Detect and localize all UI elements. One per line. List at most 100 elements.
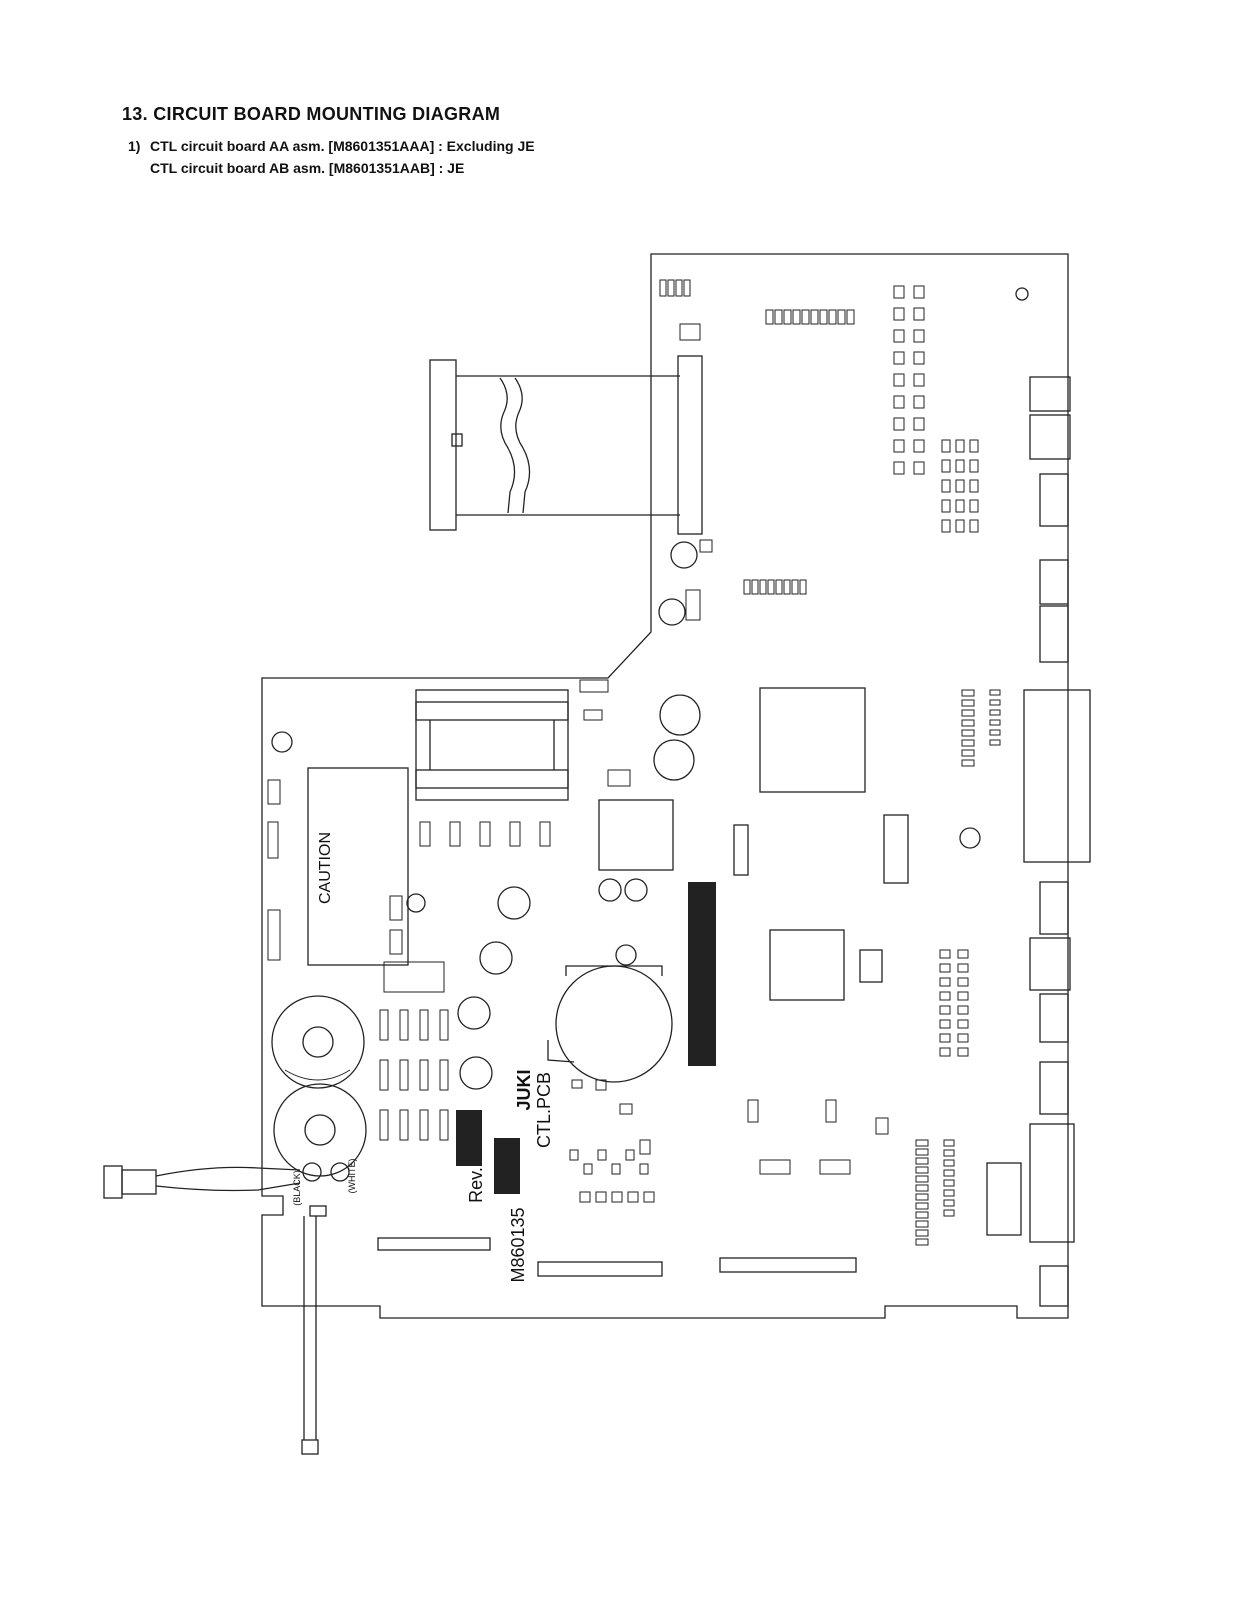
subtitle-text-1: CTL circuit board AA asm. [M8601351AAA] …: [150, 138, 535, 154]
smd-component: [939, 1047, 951, 1057]
smd-component: [774, 309, 783, 325]
smd-component: [791, 579, 799, 595]
smd-component: [659, 279, 667, 297]
smd-component: [810, 309, 819, 325]
smd-component: [439, 1009, 449, 1041]
smd-component: [595, 1191, 607, 1203]
smd-component: [915, 1229, 929, 1237]
smd-component: [267, 821, 279, 859]
maker-label: JUKI: [514, 1069, 534, 1110]
smd-component: [607, 769, 631, 787]
smd-component: [595, 1079, 607, 1091]
bottom-connectors: [377, 1237, 857, 1277]
smd-component: [571, 1079, 583, 1089]
electrolytic-capacitors: [271, 287, 1029, 1090]
smd-component: [989, 689, 1001, 696]
dark-connectors: [456, 882, 716, 1194]
smd-component: [419, 1059, 429, 1091]
smd-component: [419, 821, 431, 847]
subtitle-number: 1): [128, 138, 141, 154]
smd-component: [955, 499, 965, 513]
smd-component: [767, 579, 775, 595]
smd-component: [939, 991, 951, 1001]
page-title: 13. CIRCUIT BOARD MOUNTING DIAGRAM: [122, 104, 501, 124]
wire-harness: [103, 1162, 350, 1455]
smd-component: [989, 699, 1001, 706]
smd-component: [819, 1159, 851, 1175]
small-components: [267, 279, 1001, 1246]
smd-component: [915, 1148, 929, 1156]
smd-component: [801, 309, 810, 325]
smd-component: [957, 991, 969, 1001]
smd-component: [685, 589, 701, 621]
part-number-label: M860135: [508, 1207, 528, 1282]
smd-component: [439, 1109, 449, 1141]
smd-component: [799, 579, 807, 595]
smd-component: [449, 821, 461, 847]
smd-component: [775, 579, 783, 595]
board-outline: [261, 253, 1069, 1319]
smd-component: [915, 1211, 929, 1219]
smd-component: [792, 309, 801, 325]
smd-component: [961, 699, 975, 707]
smd-component: [893, 329, 905, 343]
smd-component: [939, 1019, 951, 1029]
smd-component: [893, 395, 905, 409]
smd-component: [913, 395, 925, 409]
smd-component: [915, 1202, 929, 1210]
smd-component: [989, 719, 1001, 726]
smd-component: [743, 579, 751, 595]
smd-component: [419, 1009, 429, 1041]
smd-component: [943, 1199, 955, 1207]
smd-component: [957, 1033, 969, 1043]
smd-component: [913, 285, 925, 299]
smd-component: [989, 739, 1001, 746]
smd-component: [913, 329, 925, 343]
battery-holder: [547, 965, 673, 1083]
smd-component: [939, 977, 951, 987]
smd-component: [379, 1109, 389, 1141]
smd-component: [893, 439, 905, 453]
smd-component: [765, 309, 774, 325]
smd-component: [597, 1149, 607, 1161]
smd-component: [969, 479, 979, 493]
smd-component: [267, 909, 281, 961]
smd-component: [955, 439, 965, 453]
smd-component: [915, 1220, 929, 1228]
smd-component: [389, 929, 403, 955]
caution-label: CAUTION: [317, 832, 334, 904]
smd-component: [383, 961, 445, 993]
white-wire-label: (WHITE): [347, 1159, 357, 1194]
transformer: [415, 689, 569, 801]
large-capacitors: [271, 995, 367, 1177]
smd-component: [639, 1139, 651, 1155]
smd-component: [957, 963, 969, 973]
smd-component: [759, 579, 767, 595]
smd-component: [957, 1005, 969, 1015]
smd-component: [583, 709, 603, 721]
smd-component: [569, 1149, 579, 1161]
smd-component: [941, 479, 951, 493]
smd-component: [943, 1169, 955, 1177]
smd-component: [939, 963, 951, 973]
smd-component: [915, 1238, 929, 1246]
smd-component: [893, 307, 905, 321]
smd-component: [675, 279, 683, 297]
smd-component: [837, 309, 846, 325]
smd-component: [679, 323, 701, 341]
smd-component: [479, 821, 491, 847]
subtitle-line-2: CTL circuit board AB asm. [M8601351AAB] …: [150, 160, 465, 176]
smd-component: [579, 679, 609, 693]
smd-component: [969, 519, 979, 533]
smd-component: [957, 977, 969, 987]
smd-component: [913, 461, 925, 475]
smd-component: [913, 439, 925, 453]
smd-component: [943, 1189, 955, 1197]
smd-component: [957, 1047, 969, 1057]
smd-component: [828, 309, 837, 325]
smd-component: [625, 1149, 635, 1161]
smd-component: [913, 307, 925, 321]
smd-component: [893, 417, 905, 431]
smd-component: [961, 719, 975, 727]
smd-component: [941, 519, 951, 533]
